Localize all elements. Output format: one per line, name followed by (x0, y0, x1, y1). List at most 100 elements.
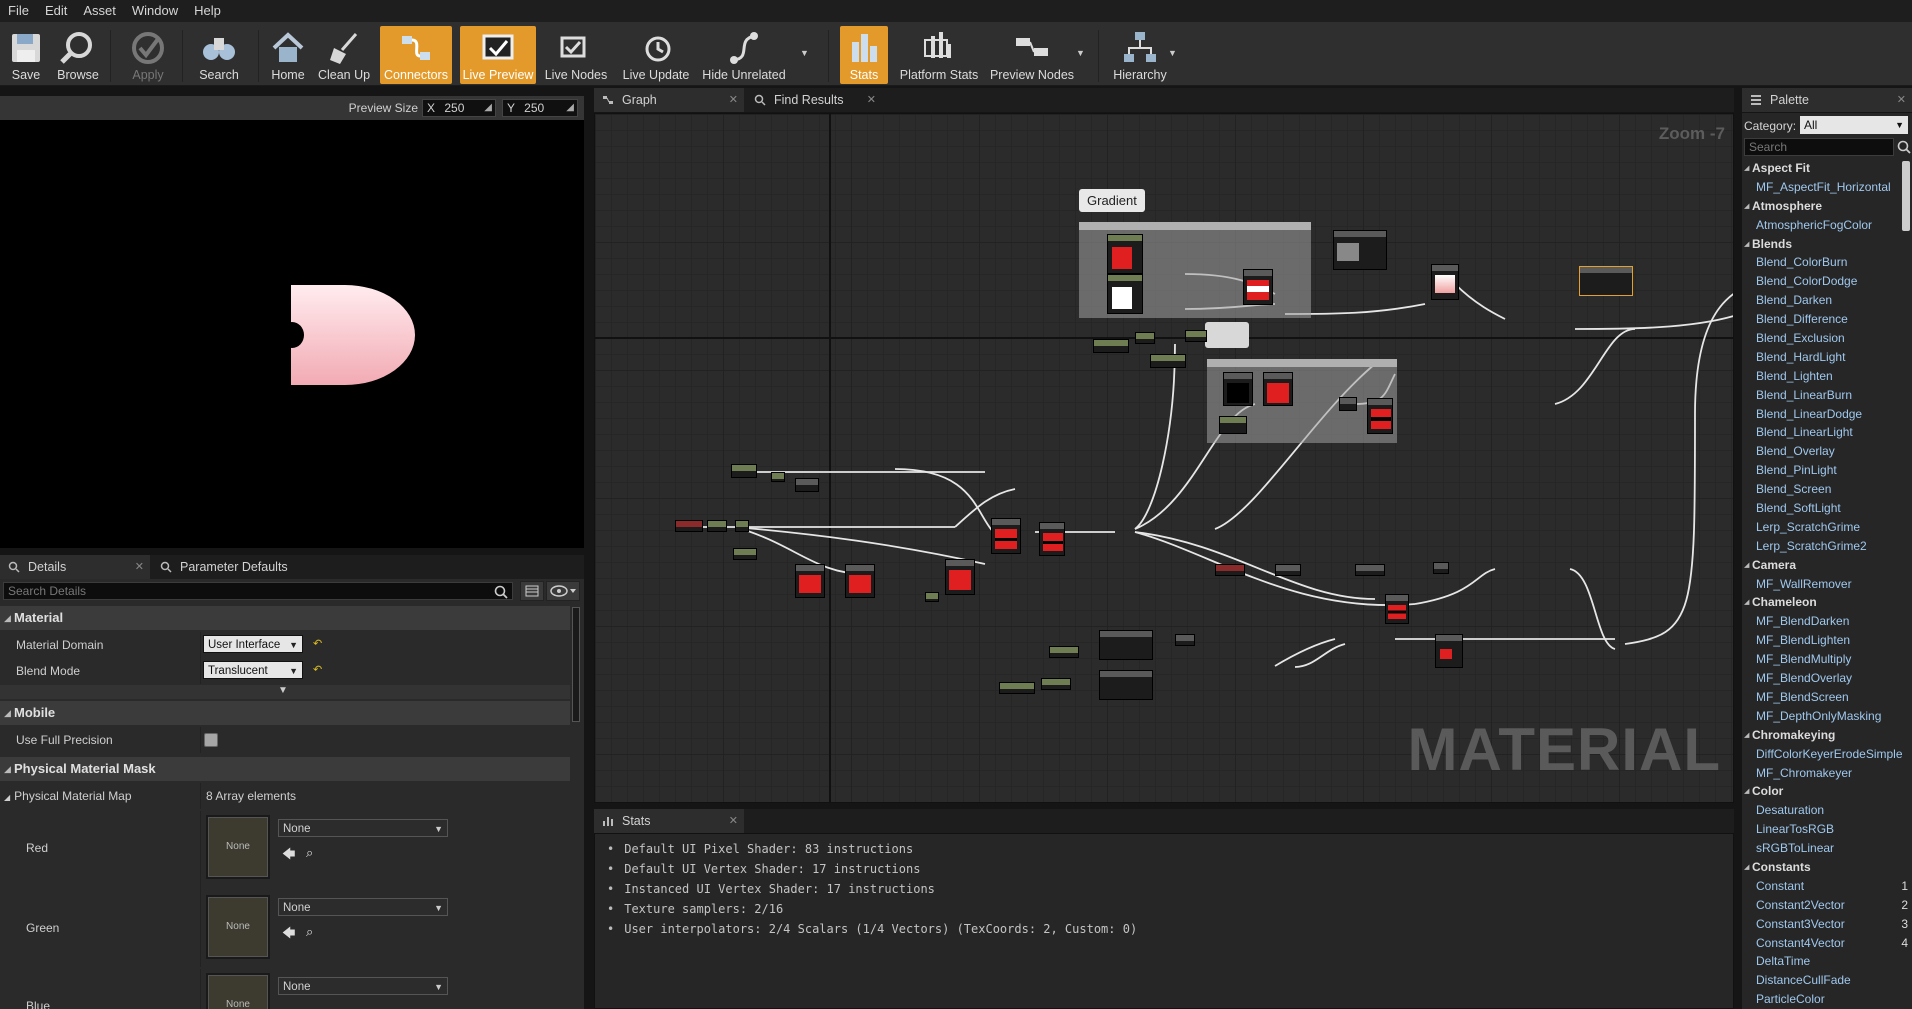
stats-button[interactable]: Stats (840, 26, 888, 84)
live-nodes-button[interactable]: Live Nodes (544, 26, 608, 84)
material-node[interactable] (999, 682, 1035, 694)
material-result-node[interactable] (1579, 266, 1633, 296)
preview-nodes-button[interactable]: Preview Nodes (990, 26, 1074, 84)
palette-item[interactable]: Blend_LinearDodge (1742, 405, 1912, 424)
palette-category[interactable]: Atmosphere (1742, 197, 1912, 216)
connectors-button[interactable]: Connectors (380, 26, 452, 84)
palette-category[interactable]: Camera (1742, 556, 1912, 575)
material-node[interactable] (731, 464, 757, 478)
texcoord-node[interactable] (675, 520, 703, 532)
material-node[interactable] (1049, 646, 1079, 658)
home-button[interactable]: Home (268, 26, 308, 84)
menu-window[interactable]: Window (131, 3, 179, 18)
advanced-expander[interactable]: ▼ (0, 685, 570, 699)
texture-sample-node[interactable] (1099, 630, 1153, 660)
tab-details[interactable]: Details ✕ (0, 555, 150, 579)
tab-find-results[interactable]: Find Results ✕ (746, 88, 882, 112)
green-asset-picker[interactable]: None▼ (278, 898, 448, 916)
blue-asset-picker[interactable]: None▼ (278, 977, 448, 995)
palette-item[interactable]: MF_WallRemover (1742, 575, 1912, 594)
material-node[interactable] (1219, 416, 1247, 434)
full-precision-checkbox[interactable] (204, 733, 218, 747)
palette-item[interactable]: MF_DepthOnlyMasking (1742, 707, 1912, 726)
palette-item[interactable]: Blend_Screen (1742, 480, 1912, 499)
material-node[interactable] (925, 592, 939, 602)
material-node[interactable] (991, 518, 1021, 554)
close-icon[interactable]: ✕ (728, 815, 738, 827)
palette-category[interactable]: Constants (1742, 858, 1912, 877)
material-node[interactable] (1150, 354, 1186, 368)
comment-bubble-gradient[interactable]: Gradient (1079, 189, 1145, 212)
close-icon[interactable]: ✕ (866, 94, 876, 106)
menu-help[interactable]: Help (194, 3, 221, 18)
palette-search-input[interactable]: Search (1744, 138, 1894, 156)
palette-item[interactable]: Blend_PinLight (1742, 461, 1912, 480)
clean-up-button[interactable]: Clean Up (316, 26, 372, 84)
material-node[interactable] (1107, 274, 1143, 314)
material-node[interactable] (795, 478, 819, 492)
material-node[interactable] (1339, 397, 1357, 411)
details-scrollbar[interactable] (572, 607, 580, 722)
live-update-button[interactable]: Live Update (620, 26, 692, 84)
palette-scrollbar[interactable] (1902, 161, 1910, 231)
reset-to-default-icon[interactable]: ↶ (313, 638, 323, 650)
material-node[interactable] (945, 559, 975, 595)
palette-item[interactable]: Blend_SoftLight (1742, 499, 1912, 518)
details-search-input[interactable]: Search Details (3, 582, 513, 600)
material-node[interactable] (1275, 564, 1301, 576)
blend-mode-combo[interactable]: Translucent▼ (203, 661, 303, 679)
blue-asset-thumbnail[interactable]: None (206, 973, 270, 1009)
material-node[interactable] (1263, 372, 1293, 406)
palette-item[interactable]: DiffColorKeyerErodeSimple (1742, 745, 1912, 764)
material-node[interactable] (1039, 522, 1065, 556)
property-matrix-button[interactable] (520, 581, 544, 601)
platform-stats-button[interactable]: Platform Stats (896, 26, 982, 84)
material-node[interactable] (1093, 339, 1129, 353)
red-asset-thumbnail[interactable]: None (206, 815, 270, 879)
material-node[interactable] (1385, 594, 1409, 624)
hierarchy-button[interactable]: Hierarchy (1110, 26, 1170, 84)
palette-item[interactable]: MF_BlendMultiply (1742, 650, 1912, 669)
palette-category[interactable]: Chameleon (1742, 593, 1912, 612)
material-domain-combo[interactable]: User Interface▼ (203, 635, 303, 653)
material-node[interactable] (1223, 372, 1253, 406)
material-node[interactable] (735, 520, 749, 532)
browse-magnifier-icon[interactable]: ⌕ (306, 924, 314, 939)
close-icon[interactable]: ✕ (1896, 94, 1906, 106)
palette-item[interactable]: Blend_LinearBurn (1742, 386, 1912, 405)
material-node[interactable] (1175, 634, 1195, 646)
material-node[interactable] (1367, 398, 1393, 434)
use-selected-arrow-icon[interactable]: 🡄 (282, 846, 296, 861)
material-node[interactable] (795, 564, 825, 598)
hide-unrelated-dropdown-icon[interactable]: ▼ (800, 48, 809, 58)
palette-item[interactable]: Blend_HardLight (1742, 348, 1912, 367)
palette-item[interactable]: Lerp_ScratchGrime (1742, 518, 1912, 537)
section-mobile[interactable]: ◢Mobile (0, 701, 570, 725)
menu-edit[interactable]: Edit (44, 3, 68, 18)
palette-item[interactable]: Blend_Darken (1742, 291, 1912, 310)
palette-item[interactable]: LinearTosRGB (1742, 820, 1912, 839)
close-icon[interactable]: ✕ (728, 94, 738, 106)
palette-item[interactable]: ParticleColor (1742, 990, 1912, 1009)
red-asset-picker[interactable]: None▼ (278, 819, 448, 837)
menu-asset[interactable]: Asset (83, 3, 116, 18)
material-graph-canvas[interactable]: Zoom -7 MATERIAL (594, 113, 1734, 803)
material-node[interactable] (771, 472, 785, 482)
palette-item[interactable]: MF_BlendOverlay (1742, 669, 1912, 688)
hierarchy-dropdown-icon[interactable]: ▼ (1168, 48, 1177, 58)
palette-item[interactable]: DeltaTime (1742, 952, 1912, 971)
section-material[interactable]: ◢Material (0, 606, 570, 630)
browse-button[interactable]: Browse (52, 26, 104, 84)
close-icon[interactable]: ✕ (134, 561, 144, 573)
menu-file[interactable]: File (8, 3, 29, 18)
material-node[interactable] (1433, 562, 1449, 574)
palette-category[interactable]: Color (1742, 782, 1912, 801)
tab-parameter-defaults[interactable]: Parameter Defaults (152, 555, 302, 579)
material-node[interactable] (1185, 330, 1207, 342)
palette-item[interactable]: Blend_Lighten (1742, 367, 1912, 386)
view-options-button[interactable] (546, 581, 580, 601)
green-asset-thumbnail[interactable]: None (206, 895, 270, 959)
search-button[interactable]: Search (196, 26, 242, 84)
use-selected-arrow-icon[interactable]: 🡄 (282, 925, 296, 940)
